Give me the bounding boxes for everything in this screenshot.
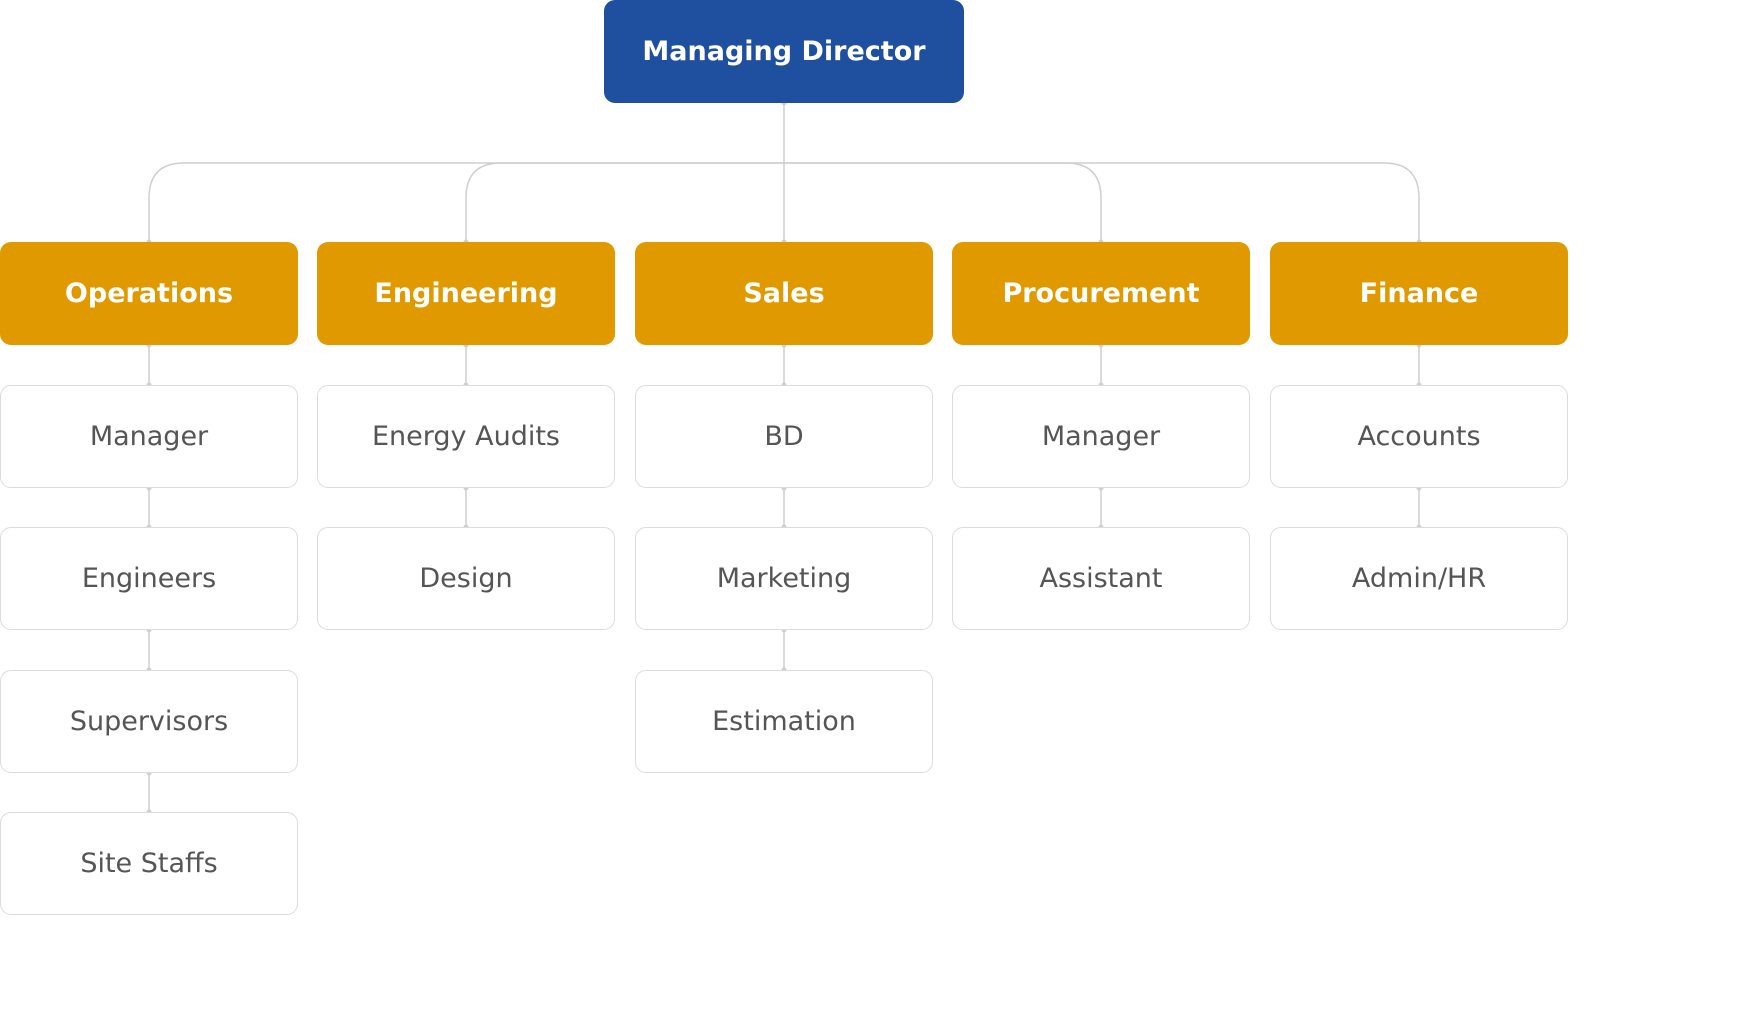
role-sales-marketing: Marketing [635, 527, 933, 630]
role-label: Site Staffs [80, 848, 218, 879]
connector-line [148, 162, 1420, 242]
role-label: Energy Audits [372, 421, 560, 452]
role-sales-bd: BD [635, 385, 933, 488]
role-operations-manager: Manager [0, 385, 298, 488]
role-label: Supervisors [69, 706, 229, 737]
role-operations-site-staffs: Site Staffs [0, 812, 298, 915]
department-label: Finance [1359, 278, 1479, 309]
connector-line [465, 162, 1102, 242]
role-operations-supervisors: Supervisors [0, 670, 298, 773]
department-sales: Sales [635, 242, 933, 345]
department-label: Procurement [1002, 278, 1200, 309]
role-sales-estimation: Estimation [635, 670, 933, 773]
role-finance-accounts: Accounts [1270, 385, 1568, 488]
role-finance-admin-hr: Admin/HR [1270, 527, 1568, 630]
role-label: Manager [1041, 421, 1161, 452]
role-label: Manager [89, 421, 209, 452]
role-label: BD [764, 421, 804, 452]
managing-director-label: Managing Director [642, 36, 926, 67]
role-label: Design [419, 563, 513, 594]
role-operations-engineers: Engineers [0, 527, 298, 630]
role-label: Accounts [1357, 421, 1481, 452]
department-engineering: Engineering [317, 242, 615, 345]
role-procurement-assistant: Assistant [952, 527, 1250, 630]
department-label: Sales [743, 278, 825, 309]
department-procurement: Procurement [952, 242, 1250, 345]
department-label: Operations [64, 278, 234, 309]
role-label: Admin/HR [1351, 563, 1487, 594]
role-label: Marketing [716, 563, 852, 594]
role-label: Engineers [81, 563, 217, 594]
role-procurement-manager: Manager [952, 385, 1250, 488]
department-operations: Operations [0, 242, 298, 345]
department-finance: Finance [1270, 242, 1568, 345]
role-engineering-energy-audits: Energy Audits [317, 385, 615, 488]
role-engineering-design: Design [317, 527, 615, 630]
org-chart: Managing Director Operations Engineering… [0, 0, 1568, 915]
role-label: Estimation [712, 706, 856, 737]
role-label: Assistant [1039, 563, 1163, 594]
managing-director-node: Managing Director [604, 0, 964, 103]
department-label: Engineering [374, 278, 558, 309]
